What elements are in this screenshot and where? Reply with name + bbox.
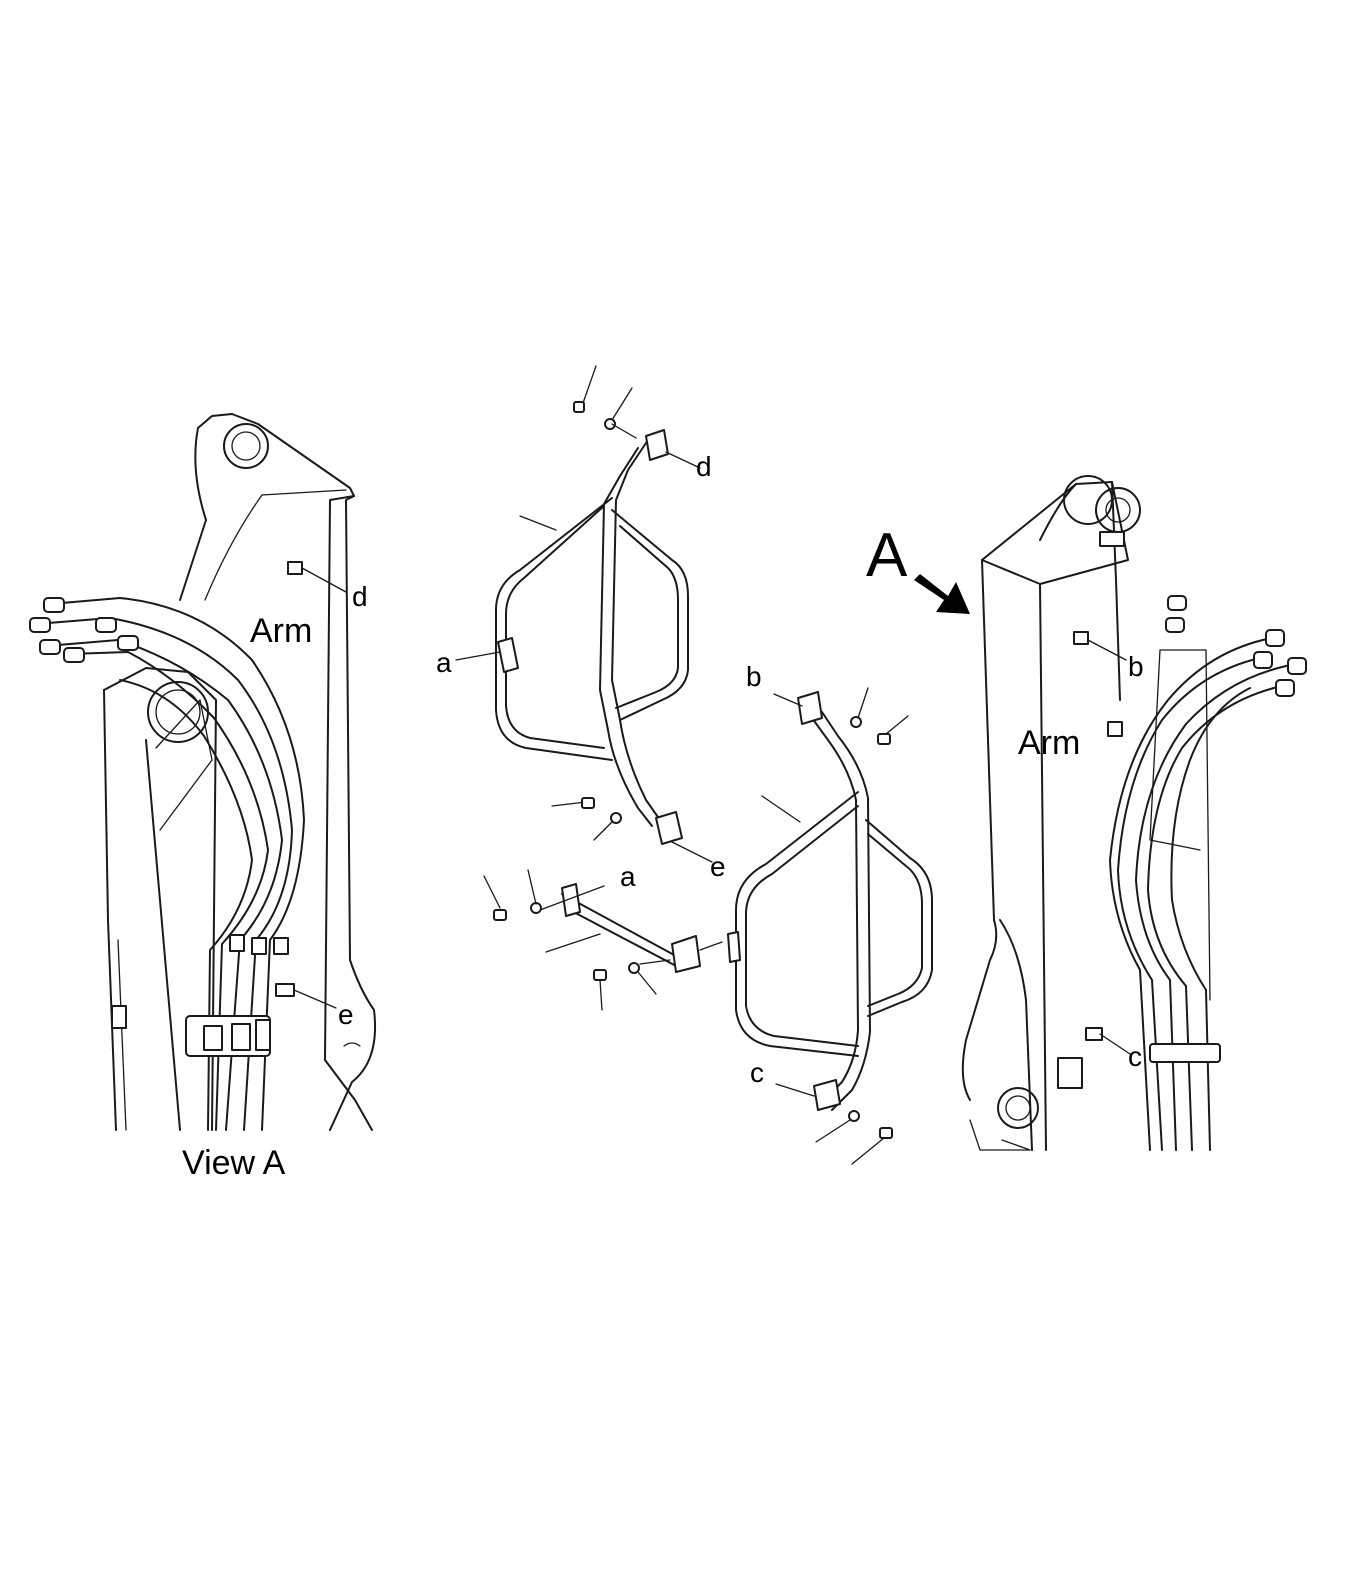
label-c-center: c xyxy=(750,1057,764,1088)
right-hose-bundle xyxy=(1109,595,1307,1151)
hose-bundle xyxy=(29,597,305,1131)
label-arm-right: Arm xyxy=(1018,724,1080,762)
label-a-upper: a xyxy=(436,647,452,678)
crossbar-a xyxy=(483,869,723,1011)
exploded-guards: d a e a b c xyxy=(436,365,933,1165)
bracket-c-right xyxy=(1085,1027,1103,1041)
caption-view-a: View A xyxy=(182,1144,286,1182)
bracket-e-left xyxy=(275,983,295,997)
label-e-left: e xyxy=(338,999,354,1030)
bracket-d-left xyxy=(287,561,303,575)
bracket-b-right xyxy=(1073,631,1089,645)
label-b-right: b xyxy=(1128,651,1144,682)
left-arm-view: d e Arm View A xyxy=(29,413,377,1182)
label-arm-left: Arm xyxy=(250,612,312,650)
right-arm-view: A xyxy=(866,475,1307,1151)
view-arrow-icon xyxy=(914,574,970,614)
lower-guard-frame xyxy=(727,687,933,1165)
label-e-center: e xyxy=(710,851,726,882)
label-b-center: b xyxy=(746,661,762,692)
upper-guard-frame xyxy=(455,365,713,863)
view-arrow-letter: A xyxy=(866,521,908,590)
label-a-lower: a xyxy=(620,861,636,892)
label-c-right: c xyxy=(1128,1041,1142,1072)
label-d-upper: d xyxy=(696,451,712,482)
label-d-left: d xyxy=(352,581,368,612)
